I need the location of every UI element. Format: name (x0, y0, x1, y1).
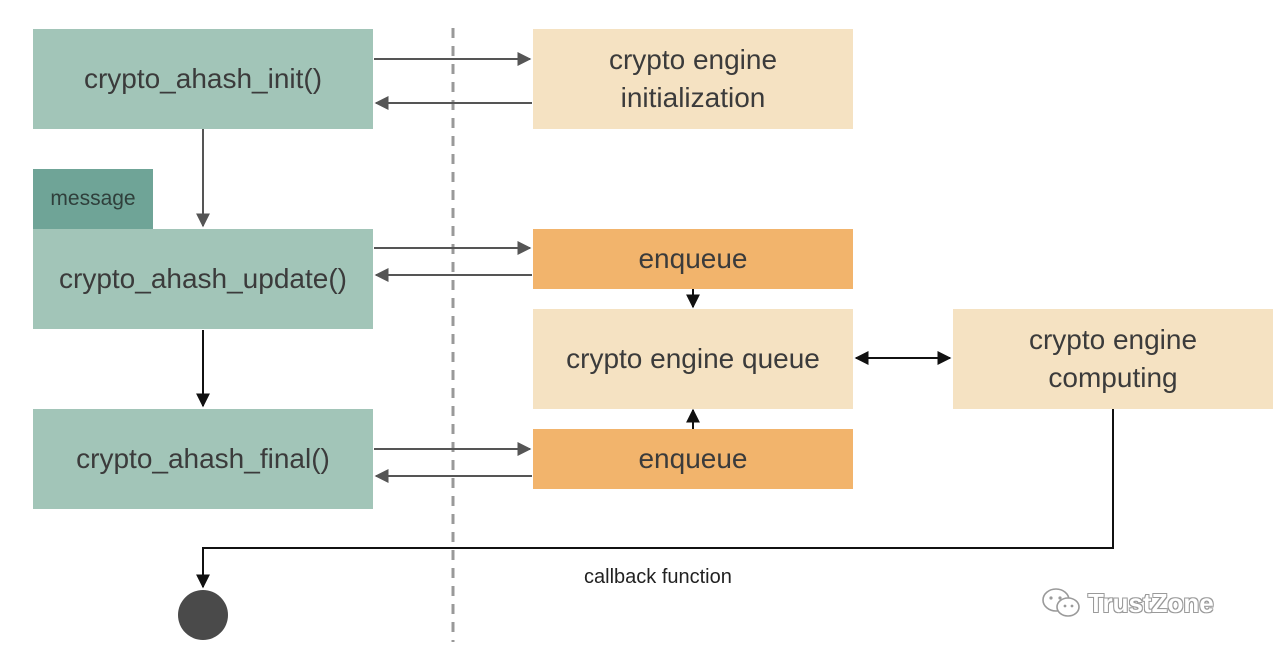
crypto-engine-computing-box: crypto engine computing (953, 309, 1273, 409)
crypto-engine-initialization-box: crypto engine initialization (533, 29, 853, 129)
crypto-engine-computing-line1: crypto engine (1028, 324, 1198, 356)
crypto-ahash-init-label: crypto_ahash_init() (83, 63, 323, 95)
crypto-engine-queue-box: crypto engine queue (533, 309, 853, 409)
end-node-circle (178, 590, 228, 640)
enqueue-top-label: enqueue (638, 243, 748, 275)
message-tag: message (33, 169, 153, 229)
callback-function-label: callback function (584, 566, 732, 588)
watermark-text: TrustZone (1088, 587, 1214, 618)
wechat-icon (1042, 588, 1080, 617)
trustzone-watermark: TrustZone (1040, 586, 1214, 620)
enqueue-top-box: enqueue (533, 229, 853, 289)
enqueue-bottom-label: enqueue (638, 443, 748, 475)
crypto-engine-computing-line2: computing (1048, 362, 1178, 393)
crypto-ahash-init-box: crypto_ahash_init() (33, 29, 373, 129)
crypto-ahash-update-label: crypto_ahash_update() (59, 263, 347, 295)
crypto-engine-init-line1: crypto engine (608, 44, 778, 76)
crypto-ahash-final-box: crypto_ahash_final() (33, 409, 373, 509)
enqueue-bottom-box: enqueue (533, 429, 853, 489)
crypto-engine-queue-label: crypto engine queue (566, 343, 820, 375)
arrow-callback-path (196, 409, 1114, 589)
crypto-ahash-final-label: crypto_ahash_final() (76, 443, 330, 475)
crypto-engine-init-line2: initialization (620, 82, 766, 113)
crypto-ahash-update-box: crypto_ahash_update() (33, 229, 373, 329)
message-tag-label: message (50, 186, 136, 210)
